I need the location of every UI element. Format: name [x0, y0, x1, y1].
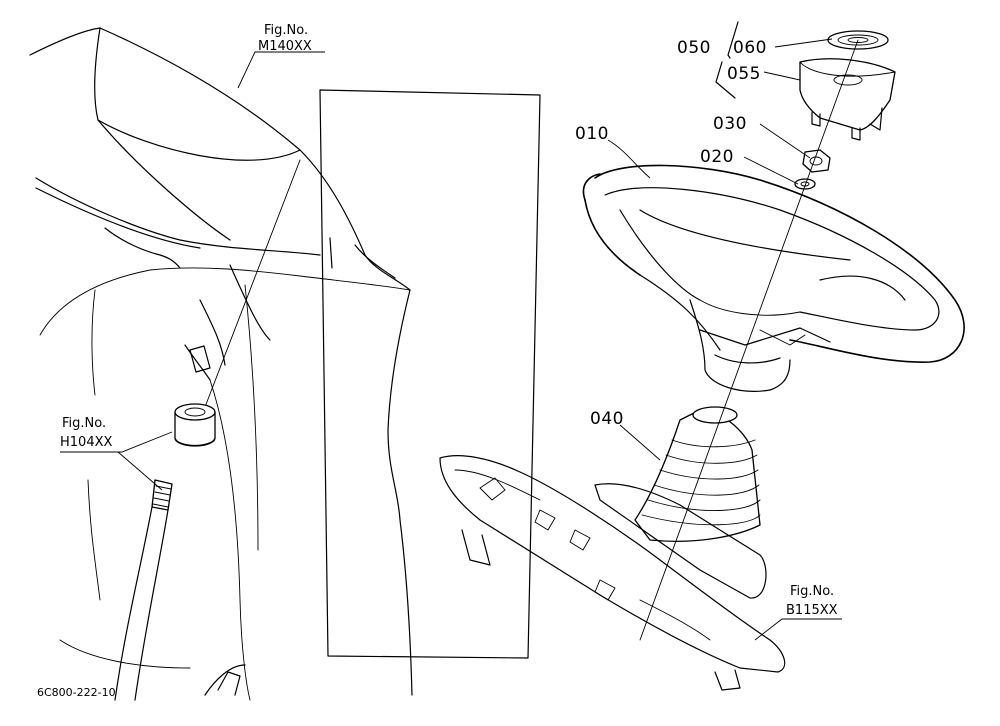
- washer: [794, 178, 816, 190]
- floor-plate: [439, 455, 786, 691]
- wheel-cover: [799, 58, 896, 141]
- figref-m140-number: M140XX: [258, 39, 312, 54]
- nut: [802, 149, 831, 173]
- frame-outline: [319, 89, 541, 659]
- figref-h104-number: H104XX: [60, 435, 112, 450]
- callout-055: 055: [727, 64, 761, 84]
- steering-wheel: [582, 164, 965, 392]
- shaft-centerline-left: [199, 159, 301, 421]
- steering-shaft: [114, 479, 173, 701]
- callout-030: 030: [713, 114, 747, 134]
- shaft-centerline-right: [639, 39, 859, 641]
- figref-b115-caption: Fig.No.: [790, 584, 834, 599]
- figref-b115-number: B115XX: [786, 603, 838, 618]
- bushing: [174, 403, 216, 447]
- callout-060: 060: [733, 38, 767, 58]
- callout-040: 040: [590, 409, 624, 429]
- bracket-050: [727, 21, 739, 59]
- document-id: 6C800-222-10: [37, 686, 116, 699]
- leader-lines: [60, 38, 842, 641]
- figref-m140-caption: Fig.No.: [264, 23, 308, 38]
- callout-020: 020: [700, 147, 734, 167]
- bracket-050-lower: [715, 61, 736, 99]
- steering-boot: [594, 406, 767, 599]
- figref-h104-caption: Fig.No.: [62, 416, 106, 431]
- dashboard-housing: [29, 27, 413, 701]
- callout-010: 010: [575, 124, 609, 144]
- callout-050: 050: [677, 38, 711, 58]
